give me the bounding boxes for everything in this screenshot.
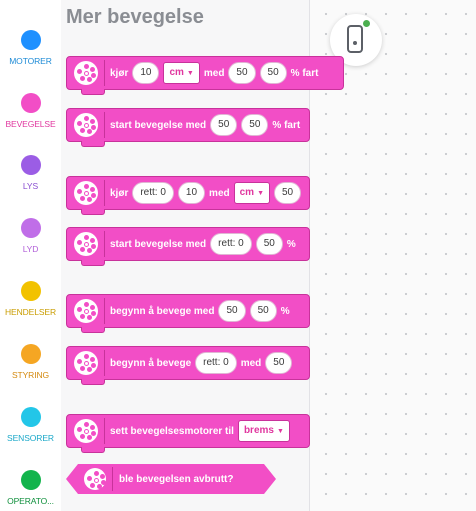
palette-title: Mer bevegelse	[66, 6, 204, 28]
motion-pair-icon	[74, 181, 98, 205]
block-divider	[104, 180, 105, 206]
category-color-dot	[20, 30, 41, 50]
value-input[interactable]: 10	[132, 62, 160, 84]
block-text: kjør	[110, 187, 129, 199]
block-text: %	[286, 238, 296, 250]
category-label: MOTORER	[9, 56, 52, 66]
category-color-dot	[20, 281, 41, 301]
block-divider	[104, 350, 105, 376]
block-text: start bevegelse med	[110, 119, 207, 131]
motion-pair-icon	[74, 61, 98, 85]
unit-dropdown[interactable]: cm▼	[233, 182, 270, 204]
block-divider	[104, 112, 105, 138]
block-text: begynn å bevege med	[110, 305, 215, 317]
chevron-down-icon: ▼	[276, 428, 284, 435]
block-text: begynn å bevege	[110, 357, 192, 369]
value-input[interactable]: 50	[274, 182, 302, 204]
value-input[interactable]: 50	[241, 114, 269, 136]
block-divider	[104, 298, 105, 324]
chevron-down-icon: ▼	[257, 190, 264, 197]
block-divider	[112, 467, 113, 491]
block-text: % fart	[290, 67, 319, 79]
category-color-dot	[20, 93, 41, 113]
block-text: start bevegelse med	[110, 238, 207, 250]
value-input[interactable]: 10	[177, 182, 206, 204]
dropdown-value: brems	[243, 425, 274, 436]
category-label: LYD	[22, 244, 39, 254]
category-color-dot	[20, 407, 41, 427]
category-operato[interactable]: OPERATO...	[0, 470, 61, 506]
value-input[interactable]: 50	[255, 233, 283, 255]
category-label: HENDELSER	[4, 307, 57, 317]
connection-status-dot	[363, 20, 370, 27]
category-label: STYRING	[11, 370, 50, 380]
category-color-dot	[20, 470, 41, 490]
unit-dropdown[interactable]: cm▼	[163, 62, 200, 84]
category-label: OPERATO...	[7, 496, 54, 506]
category-color-dot	[20, 218, 41, 238]
value-input[interactable]: 50	[210, 114, 238, 136]
block-text: sett bevegelsesmotorer til	[110, 425, 234, 437]
value-input[interactable]: 50	[228, 62, 256, 84]
category-label: BEVEGELSE	[5, 119, 56, 129]
motion-pair-icon	[74, 113, 98, 137]
value-input[interactable]: rett: 0	[132, 182, 174, 204]
category-sidebar: MOTORER BEVEGELSE LYS LYD HENDELSER STYRING SE…	[0, 0, 62, 511]
value-input[interactable]: 50	[218, 300, 246, 322]
motion-pair-icon	[74, 299, 98, 323]
motion-pair-icon	[74, 232, 98, 256]
value-input[interactable]: 50	[249, 300, 277, 322]
block-divider	[104, 418, 105, 444]
dropdown-value: cm	[169, 67, 184, 78]
category-label: LYS	[22, 181, 39, 191]
value-input[interactable]: rett: 0	[210, 233, 252, 255]
block-text: med	[240, 357, 262, 369]
block-divider	[104, 231, 105, 257]
block-text: %	[280, 305, 290, 317]
category-sensorer[interactable]: SENSORER	[0, 407, 61, 443]
block-text: kjør	[110, 67, 129, 79]
dropdown-value: cm	[239, 187, 255, 198]
block-text: ble bevegelsen avbrutt?	[119, 473, 234, 485]
hub-device-icon	[347, 25, 363, 53]
value-input[interactable]: rett: 0	[195, 352, 237, 374]
block-divider	[104, 60, 105, 86]
unit-dropdown[interactable]: brems▼	[237, 420, 290, 442]
motion-pair-icon	[84, 468, 106, 490]
block-text: med	[203, 67, 225, 79]
category-hendelser[interactable]: HENDELSER	[0, 281, 61, 317]
category-label: SENSORER	[7, 433, 54, 443]
category-motorer[interactable]: MOTORER	[0, 30, 61, 66]
block-text: % fart	[272, 119, 301, 131]
category-styring[interactable]: STYRING	[0, 344, 61, 380]
category-color-dot	[20, 344, 41, 364]
value-input[interactable]: 50	[265, 352, 293, 374]
block-text: med	[209, 187, 230, 199]
motion-pair-icon	[74, 419, 98, 443]
category-lyd[interactable]: LYD	[0, 218, 61, 254]
reporter-block-motion-interrupted[interactable]: ble bevegelsen avbrutt?	[66, 464, 276, 494]
value-input[interactable]: 50	[259, 62, 287, 84]
category-color-dot	[20, 155, 41, 175]
category-bevegelse[interactable]: BEVEGELSE	[0, 93, 61, 129]
category-lys[interactable]: LYS	[0, 155, 61, 191]
chevron-down-icon: ▼	[186, 70, 194, 77]
motion-pair-icon	[74, 351, 98, 375]
